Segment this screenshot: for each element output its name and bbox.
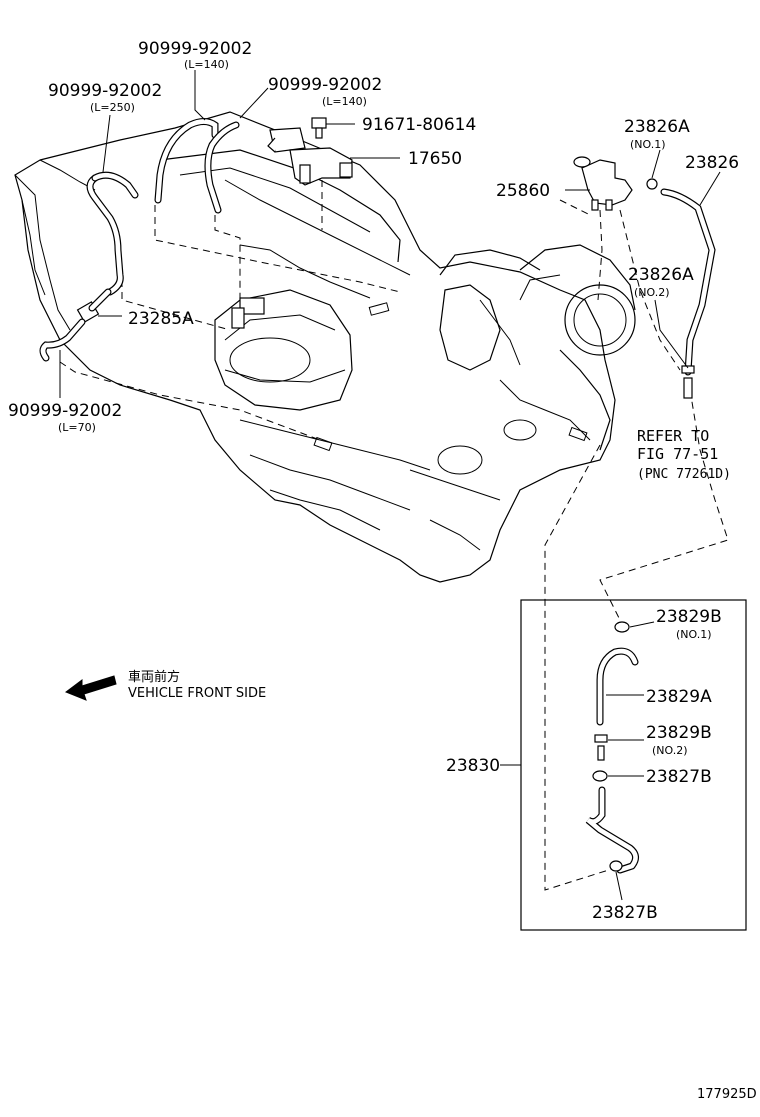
- label-hose-top-right-pn: 90999-92002: [268, 75, 382, 95]
- part-labels: 90999-92002 (L=140) 90999-92002 (L=250) …: [8, 39, 739, 482]
- label-valve-pn: 25860: [496, 181, 550, 201]
- kit-clamp-no1-drawing: [614, 621, 630, 633]
- label-kit-clamp-no1-note: (NO.1): [676, 628, 712, 641]
- dashed-leader-lines: [59, 180, 729, 891]
- label-kit-clip-a-pn: 23827B: [646, 767, 712, 787]
- kit-clip-a-drawing: [592, 770, 608, 782]
- label-hose-right-pn: 23826: [685, 153, 739, 173]
- label-hose-bottom-left-note: (L=70): [58, 421, 96, 434]
- label-assembly-pn: 23830: [446, 756, 500, 776]
- bolt-91671: [311, 117, 327, 139]
- direction-en: VEHICLE FRONT SIDE: [128, 686, 266, 701]
- label-kit-hose-pn: 23829A: [646, 687, 712, 707]
- connector-23285a: [76, 288, 112, 323]
- refer-line-2: FIG 77-51: [637, 445, 718, 463]
- kit-pipe-drawing: [585, 786, 639, 874]
- vsv-bracket-17650: [267, 127, 353, 186]
- hose-l140-right: [204, 121, 240, 214]
- label-clamp-no2-note: (NO.2): [634, 286, 670, 299]
- label-kit-clamp-no1-pn: 23829B: [656, 607, 722, 627]
- kit-clamp-no2-drawing: [594, 734, 608, 761]
- label-clamp-no1-pn: 23826A: [624, 117, 690, 137]
- label-kit-clip-b-pn: 23827B: [592, 903, 658, 923]
- clamp-23826a-no2: [681, 365, 695, 399]
- label-leaders: [59, 70, 721, 398]
- refer-line-1: REFER TO: [637, 427, 709, 445]
- label-hose-top-left-note: (L=250): [90, 101, 135, 114]
- label-kit-clamp-no2-note: (NO.2): [652, 744, 688, 757]
- label-hose-top-center-pn: 90999-92002: [138, 39, 252, 59]
- hose-l250: [86, 171, 139, 296]
- label-hose-top-left-pn: 90999-92002: [48, 81, 162, 101]
- valve-25860: [573, 156, 633, 211]
- left-arrow-icon: [64, 675, 117, 701]
- label-clamp-no1-note: (NO.1): [630, 138, 666, 151]
- hose-l70: [39, 318, 86, 362]
- label-connector-pn: 23285A: [128, 309, 194, 329]
- hose-23826: [660, 188, 716, 376]
- label-clamp-no2-pn: 23826A: [628, 265, 694, 285]
- label-hose-top-center-note: (L=140): [184, 58, 229, 71]
- label-kit-clamp-no2-pn: 23829B: [646, 723, 712, 743]
- vehicle-front-indicator: 車両前方 VEHICLE FRONT SIDE: [64, 669, 266, 701]
- hose-l140-center: [154, 118, 219, 204]
- clamp-23826a-no1: [646, 178, 658, 190]
- direction-jp: 車両前方: [128, 669, 180, 685]
- label-hose-bottom-left-pn: 90999-92002: [8, 401, 122, 421]
- label-vsv-bracket-pn: 17650: [408, 149, 462, 169]
- label-hose-top-right-note: (L=140): [322, 95, 367, 108]
- figure-id: 177925D: [697, 1087, 757, 1102]
- assembly-kit-box: 23830 23829B (NO.1) 23829A 23829B (NO.2)…: [446, 599, 747, 931]
- kit-hose-drawing: [596, 647, 639, 726]
- refer-line-3: (PNC 77261D): [637, 467, 731, 482]
- label-bolt-pn: 91671-80614: [362, 115, 476, 135]
- engine-block-drawing: [14, 111, 636, 583]
